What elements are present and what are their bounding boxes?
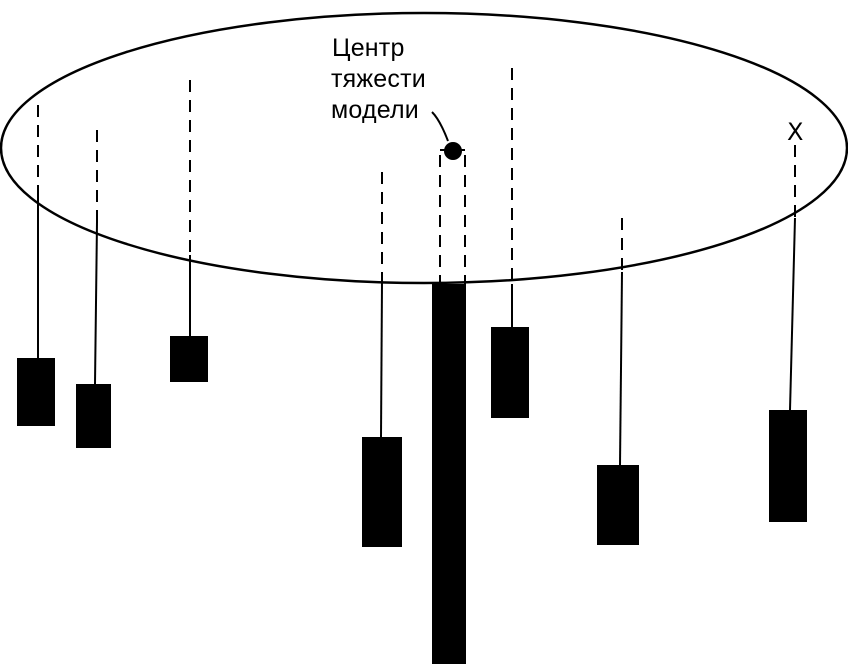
- pendulum-7-string: [789, 217, 796, 411]
- center-of-gravity-dot: [444, 142, 462, 160]
- pendulum-3-weight: [170, 336, 208, 382]
- center-label-line-3: модели: [331, 96, 419, 124]
- pendulum-2-weight: [76, 384, 111, 448]
- pendulum-7-weight: [769, 410, 807, 522]
- pendulum-2-string: [94, 221, 98, 385]
- pendulum-1-weight: [17, 358, 55, 426]
- label-pointer: [431, 111, 449, 142]
- pendulum-6-string: [619, 271, 623, 466]
- center-pole: [432, 284, 466, 664]
- center-label-line-1: Центр: [332, 34, 405, 62]
- pendulum-5-weight: [491, 327, 529, 418]
- pendulum-4-string: [380, 281, 383, 438]
- center-label-line-2: тяжести: [331, 65, 426, 93]
- x-marker: X: [787, 118, 804, 146]
- pendulum-4-weight: [362, 437, 402, 547]
- pendulum-6-weight: [597, 465, 639, 545]
- ellipse-plane: [0, 11, 848, 285]
